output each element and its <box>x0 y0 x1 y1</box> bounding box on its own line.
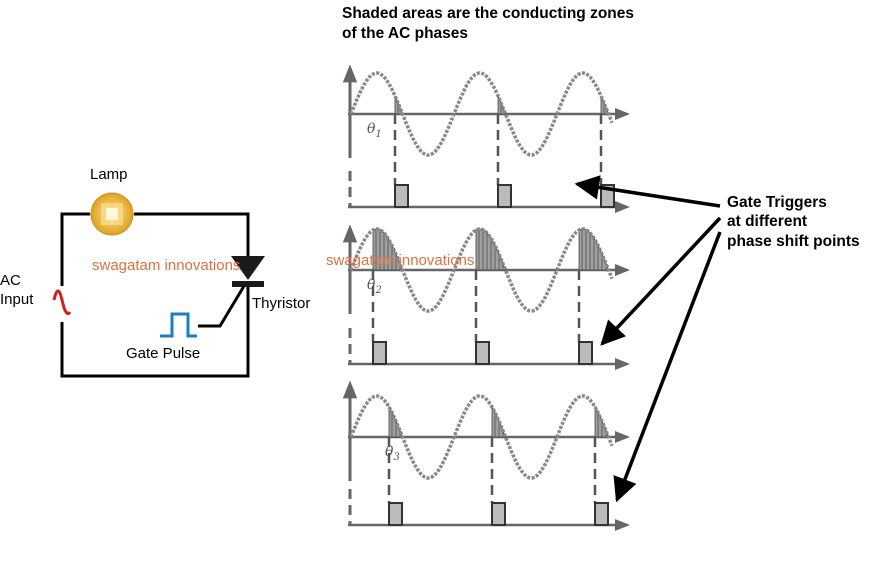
waveform-3-gate-pulse-1 <box>388 502 403 526</box>
title-line-2: of the AC phases <box>342 25 468 42</box>
waveform-3-sine-curve <box>349 394 614 480</box>
waveform-1-angle-symbol: θ <box>367 121 376 137</box>
waveform-3-angle-subscript: 3 <box>393 452 399 463</box>
arrow-to-trigger-2 <box>600 216 722 346</box>
waveform-3-angle-label: θ3 <box>385 444 400 463</box>
callout-line-1: Gate Triggers <box>727 194 827 211</box>
waveform-2-sine-curve <box>349 227 614 313</box>
callout-line-2: at different <box>727 213 807 230</box>
waveform-2-gate-pulse-2 <box>475 341 490 365</box>
waveform-2-angle-subscript: 2 <box>374 285 381 296</box>
arrow-to-trigger-1 <box>574 175 721 208</box>
waveform-3-angle-symbol: θ <box>385 444 394 460</box>
ac-sine-icon <box>52 289 72 315</box>
ac-label-line-1: AC <box>0 272 21 289</box>
circuit: Lamp AC Input Thyristor Gate Pulse <box>0 166 310 378</box>
callout-line-3: phase shift points <box>727 233 860 250</box>
waveform-1-sine-curve <box>349 71 614 157</box>
waveform-2-angle-symbol: θ <box>367 277 376 293</box>
thyristor-label: Thyristor <box>252 295 310 312</box>
waveform-2-angle-label: θ2 <box>367 277 382 296</box>
waveform-2-gate-pulse-1 <box>372 341 387 365</box>
waveform-1-angle-subscript: 1 <box>375 129 381 140</box>
lamp-label: Lamp <box>90 166 128 183</box>
waveform-3-gate-pulse-2 <box>491 502 506 526</box>
gate-pulse-icon <box>160 312 197 338</box>
title-line-1: Shaded areas are the conducting zones <box>342 5 634 22</box>
waveform-1-gate-pulse-2 <box>497 184 512 208</box>
lamp-icon <box>90 192 134 236</box>
waveform-1-angle-label: θ1 <box>367 121 382 140</box>
thyristor-symbol-icon <box>218 256 265 327</box>
waveform-1-gate-pulse-1 <box>394 184 409 208</box>
waveform-3-gate-pulse-3 <box>594 502 609 526</box>
watermark-right: swagatam innovations <box>326 252 474 269</box>
ac-label-line-2: Input <box>0 291 34 308</box>
waveform-2-gate-pulse-3 <box>578 341 593 365</box>
gate-pulse-label: Gate Pulse <box>126 345 200 362</box>
arrow-to-trigger-3 <box>613 231 722 503</box>
watermark-left: swagatam innovations <box>92 257 240 274</box>
